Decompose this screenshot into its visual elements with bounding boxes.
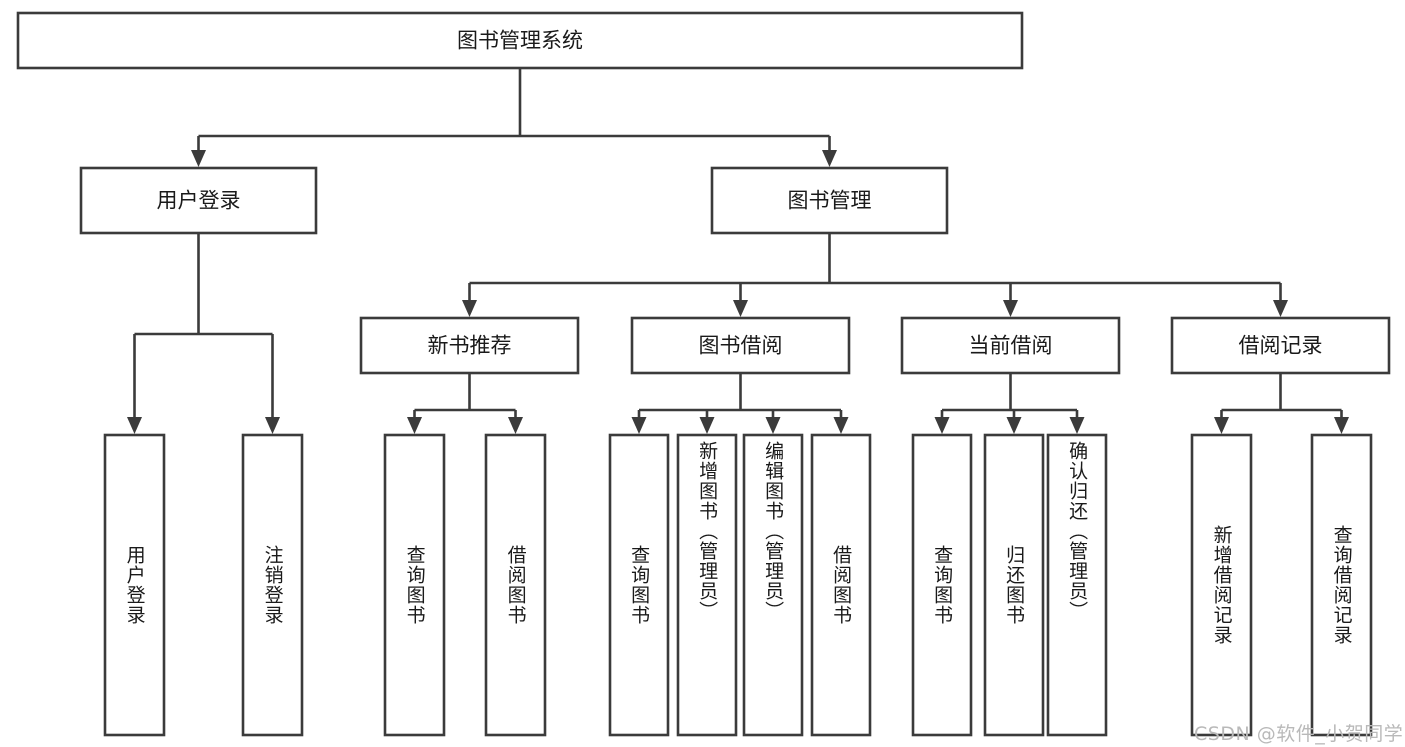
node-leaf-add-record-rect	[1190, 433, 1253, 737]
node-root-label: 图书管理系统	[457, 29, 583, 53]
arrow-head-icon	[191, 150, 206, 167]
node-book-borrow[interactable]: 图书借阅	[630, 316, 851, 375]
node-leaf-borrow-book-rect	[810, 433, 872, 737]
arrow-head-icon	[631, 417, 647, 434]
arrow-head-icon	[934, 417, 950, 434]
arrow-head-icon	[462, 300, 477, 317]
node-leaf-edit-book[interactable]	[742, 433, 804, 737]
csdn-watermark: CSDN @软件_小贺同学	[1194, 723, 1404, 745]
arrow-head-icon	[833, 417, 849, 434]
node-borrow-record[interactable]: 借阅记录	[1170, 316, 1391, 375]
node-book-manage-rect	[710, 166, 949, 235]
arrow-head-icon	[1069, 417, 1085, 434]
arrow-head-icon	[699, 417, 715, 434]
node-leaf-query-cur[interactable]	[911, 433, 973, 737]
node-leaf-query-cur-rect	[911, 433, 973, 737]
node-user-login-label: 用户登录	[157, 189, 241, 213]
node-leaf-logout[interactable]	[241, 433, 304, 737]
node-leaf-return-book-rect	[983, 433, 1045, 737]
arrow-head-icon	[1273, 300, 1288, 317]
node-leaf-add-record[interactable]	[1190, 433, 1253, 737]
node-new-book-rec[interactable]: 新书推荐	[359, 316, 580, 375]
node-book-manage[interactable]: 图书管理	[710, 166, 949, 235]
node-leaf-confirm-return[interactable]	[1046, 433, 1108, 737]
node-borrow-record-label: 借阅记录	[1239, 334, 1323, 358]
node-leaf-add-book-rect	[676, 433, 738, 737]
node-leaf-borrow-book-rec[interactable]	[484, 433, 547, 737]
arrow-head-icon	[508, 417, 523, 434]
arrow-head-icon	[407, 417, 422, 434]
node-new-book-rec-rect	[359, 316, 580, 375]
node-user-login[interactable]: 用户登录	[79, 166, 318, 235]
arrow-head-icon	[127, 417, 142, 434]
node-current-borrow[interactable]: 当前借阅	[900, 316, 1121, 375]
node-leaf-borrow-book-rec-rect	[484, 433, 547, 737]
node-new-book-rec-label: 新书推荐	[428, 334, 512, 358]
node-leaf-logout-rect	[241, 433, 304, 737]
node-book-borrow-rect	[630, 316, 851, 375]
node-borrow-record-rect	[1170, 316, 1391, 375]
node-leaf-query-book[interactable]	[608, 433, 670, 737]
node-leaf-query-record-rect	[1310, 433, 1373, 737]
node-leaf-query-record[interactable]	[1310, 433, 1373, 737]
node-book-manage-label: 图书管理	[788, 189, 872, 213]
node-current-borrow-rect	[900, 316, 1121, 375]
node-leaf-edit-book-rect	[742, 433, 804, 737]
node-leaf-user-login-rect	[103, 433, 166, 737]
node-current-borrow-label: 当前借阅	[969, 334, 1053, 358]
node-root[interactable]: 图书管理系统	[16, 11, 1024, 70]
connector-layer	[127, 68, 1349, 434]
node-leaf-borrow-book[interactable]	[810, 433, 872, 737]
arrow-head-icon	[822, 150, 837, 167]
arrow-head-icon	[1006, 417, 1022, 434]
arrow-head-icon	[1214, 417, 1229, 434]
arrow-head-icon	[1003, 300, 1018, 317]
node-leaf-add-book[interactable]	[676, 433, 738, 737]
node-leaf-query-book-rec[interactable]	[383, 433, 446, 737]
arrow-head-icon	[265, 417, 280, 434]
node-leaf-confirm-return-rect	[1046, 433, 1108, 737]
arrow-head-icon	[733, 300, 748, 317]
node-leaf-query-book-rec-rect	[383, 433, 446, 737]
node-book-borrow-label: 图书借阅	[699, 334, 783, 358]
arrow-head-icon	[1334, 417, 1349, 434]
arrow-head-icon	[765, 417, 781, 434]
node-root-rect	[16, 11, 1024, 70]
node-leaf-return-book[interactable]	[983, 433, 1045, 737]
node-user-login-rect	[79, 166, 318, 235]
node-leaf-query-book-rect	[608, 433, 670, 737]
node-leaf-user-login[interactable]	[103, 433, 166, 737]
